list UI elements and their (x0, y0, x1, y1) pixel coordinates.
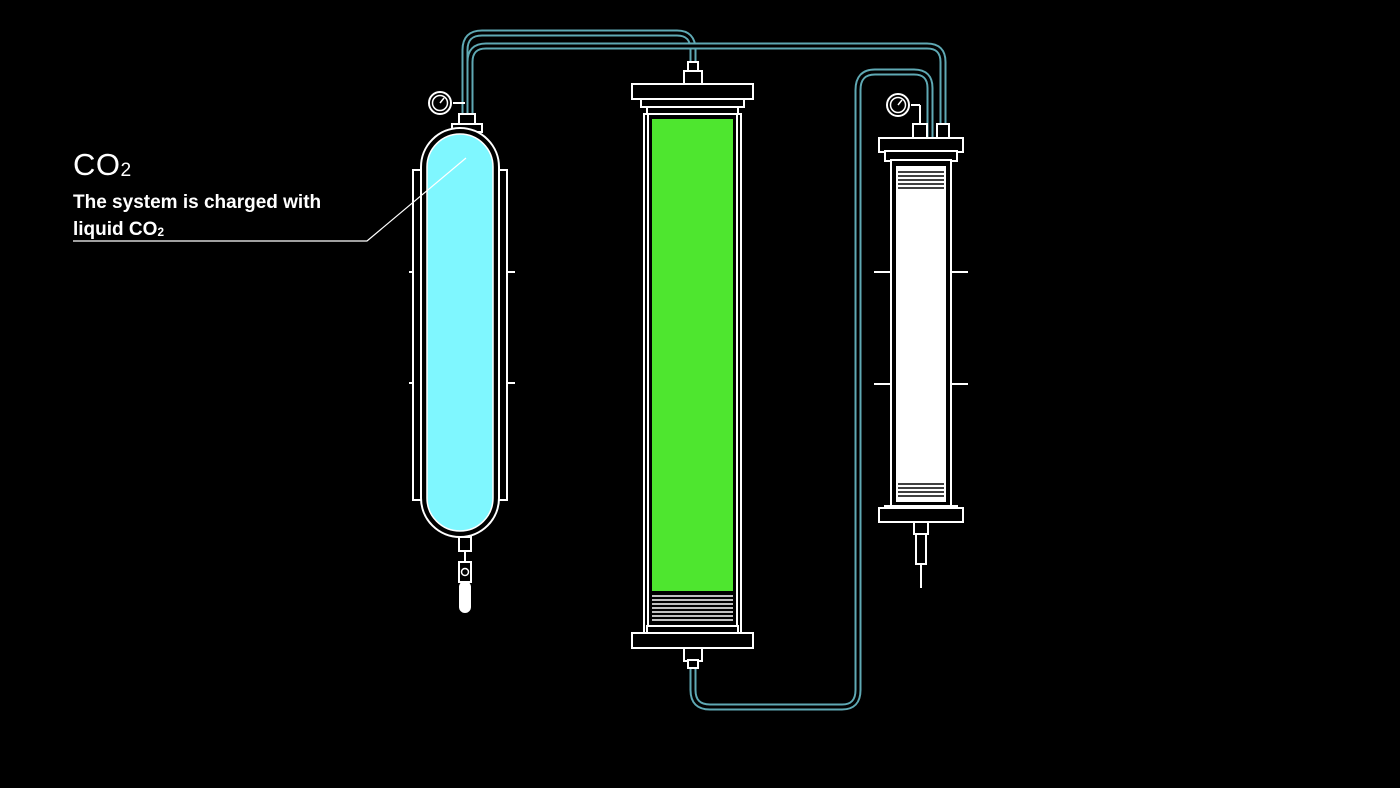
callout-line-2-subscript: 2 (157, 225, 164, 239)
pressure-gauge-left-icon (428, 91, 465, 115)
tubing (461, 29, 947, 711)
callout-title: CO2 (73, 148, 383, 187)
callout-line-1: The system is charged with (73, 192, 322, 213)
column-fill (652, 119, 733, 591)
co2-callout: CO2 The system is charged with liquid CO… (73, 148, 383, 245)
callout-title-subscript: 2 (120, 159, 132, 181)
separator-vessel (874, 93, 968, 588)
liquid-co2-fill (426, 133, 494, 532)
drain-valve-icon (459, 581, 471, 613)
callout-leader-line (73, 157, 467, 242)
callout-line-2-main: liquid CO (73, 219, 158, 240)
extraction-column (631, 61, 754, 669)
callout-description: The system is charged with liquid CO2 (73, 189, 383, 245)
pipe-left-to-right (466, 42, 947, 142)
callout-title-main: CO (73, 147, 121, 182)
separator-interior (896, 166, 946, 502)
pressure-gauge-right-icon (886, 93, 921, 125)
column-filter (652, 595, 733, 621)
separator-filter-top (898, 171, 944, 189)
separator-filter-bottom (898, 483, 944, 497)
callout-line-2: liquid CO2 (73, 216, 383, 245)
pipe-middle-to-right (689, 68, 934, 711)
co2-tank (409, 91, 515, 613)
